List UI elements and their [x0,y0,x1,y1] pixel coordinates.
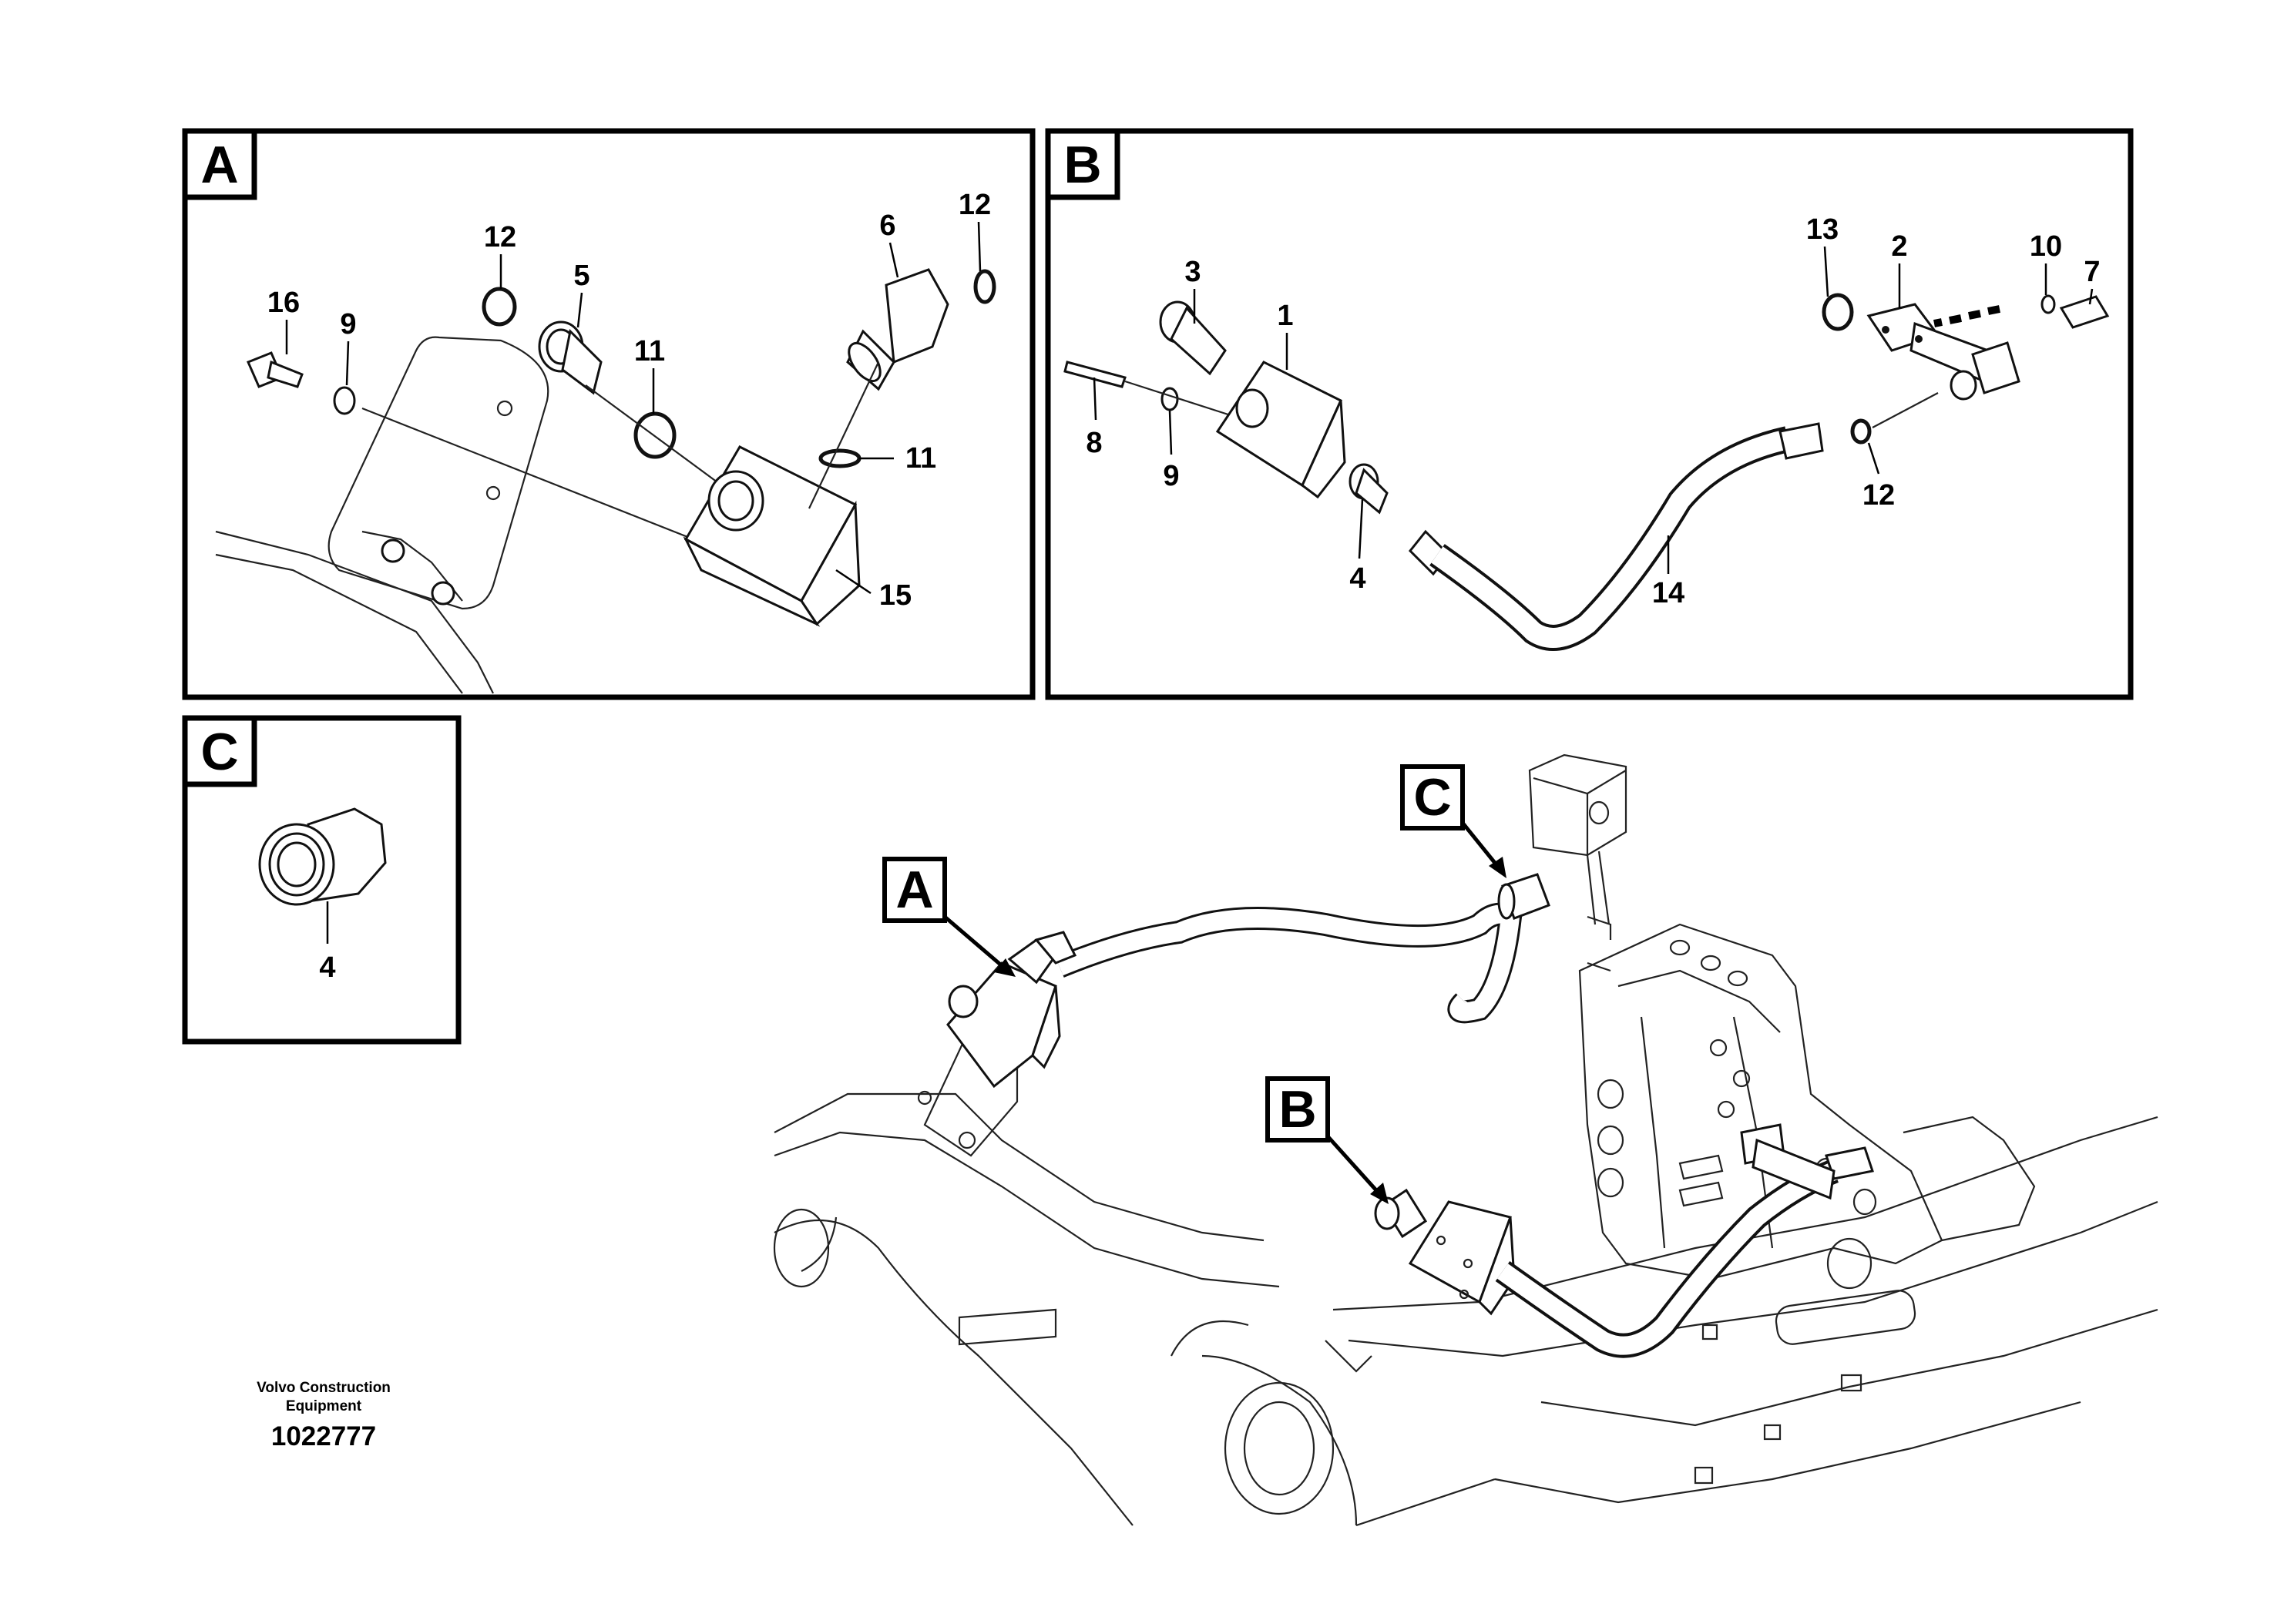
panel-a-callouts: 16 9 12 5 11 6 12 11 15 [267,189,991,612]
callout-b-9: 9 [1163,460,1179,492]
bolt-16-illustration [247,351,304,388]
washer-9-illustration [333,386,356,415]
control-valve-illustration [1578,915,2036,1290]
o-ring-12-illustration [482,287,517,327]
panel-a: A [182,128,1036,700]
block-a-overview-illustration [917,931,1077,1157]
upper-block-illustration [1528,753,1627,925]
callout-b-13: 13 [1806,213,1839,246]
panel-c: C 4 [182,715,462,1045]
callout-b-1: 1 [1277,300,1293,332]
mounting-bracket-illustration [215,336,549,694]
callout-a-6: 6 [879,210,895,242]
panel-c-letter: C [200,723,238,781]
panel-b-callouts: 3 1 8 9 4 14 13 2 10 7 12 [1086,213,2100,609]
nipple-4-illustration [1349,463,1389,515]
o-ring-11-illustration [633,411,677,459]
callout-b-2: 2 [1891,230,1907,263]
drawing-number: 1022777 [270,1421,377,1451]
callout-a-12b: 12 [959,189,991,221]
bolt-7-illustration [2059,295,2110,329]
o-ring-13-illustration [1822,293,1854,331]
company-name: Volvo Construction Equipment [257,1380,391,1414]
panel-a-letter-box [182,128,257,200]
overview-flag-b: B [1265,1076,1389,1204]
callout-b-12: 12 [1862,479,1895,512]
panel-c-letter-box [182,715,257,787]
hose-14-illustration [1408,422,1824,651]
flange-2-illustration [1866,303,2020,401]
overview-flag-a: A [882,857,1016,977]
assembly-line-a2 [585,384,733,494]
washer-9b-illustration [1160,387,1179,411]
assembly-line-b2 [1872,392,1939,428]
bolt-8-illustration [1063,361,1127,388]
valve-block-15-illustration [683,445,861,627]
svg-text:B: B [1278,1080,1316,1139]
callout-b-8: 8 [1086,427,1102,459]
block-b-overview-illustration [1374,1123,1874,1358]
adapter-3-illustration [1159,300,1227,376]
svg-text:C: C [1413,768,1451,827]
panel-a-letter: A [200,136,238,194]
callout-b-4: 4 [1349,562,1365,595]
overview-illustration: A B C [773,753,2158,1527]
o-ring-12c-illustration [1850,418,1872,445]
overview-flag-c: C [1400,764,1506,878]
adapter-5-illustration [538,320,603,395]
callout-a-16: 16 [267,287,300,319]
valve-block-1-illustration [1215,361,1346,499]
callout-a-15: 15 [879,579,912,612]
svg-text:A: A [895,861,933,919]
callout-b-7: 7 [2084,256,2100,288]
nipple-4c-illustration [258,807,387,906]
elbow-6-illustration [846,268,949,391]
callout-b-3: 3 [1184,256,1201,288]
callout-a-9: 9 [340,308,356,341]
o-ring-12b-illustration [973,269,996,304]
callout-b-14: 14 [1652,577,1684,609]
assembly-line-b1 [1124,380,1234,418]
callout-a-11b: 11 [905,442,936,475]
callout-a-11: 11 [634,335,665,367]
panel-b: B [1045,128,2134,700]
callout-c-4: 4 [319,951,335,984]
callout-a-5: 5 [573,260,589,292]
assembly-line-a3 [808,361,879,509]
frame-outline-upper [774,1092,1265,1242]
callout-b-10: 10 [2030,230,2062,263]
panel-b-letter-box [1045,128,1120,200]
panel-a-frame [182,128,1036,700]
washer-10-illustration [2040,294,2056,314]
assembly-line-a1 [361,407,694,541]
dashed-assembly-line [1933,305,2000,327]
callout-a-12: 12 [484,221,516,253]
panel-b-letter: B [1063,136,1101,194]
